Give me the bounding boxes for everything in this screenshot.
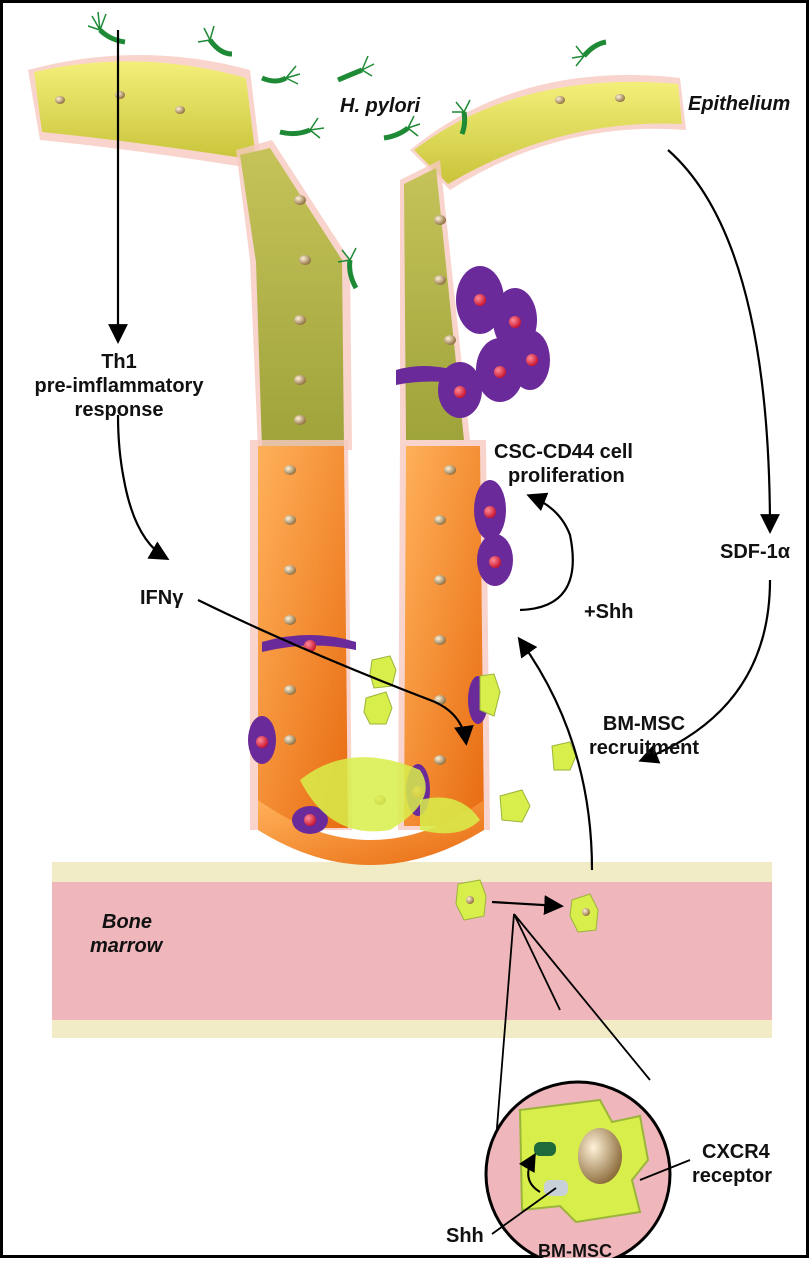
label-csc-cd44: CSC-CD44 cell proliferation	[494, 440, 633, 488]
bm-msc-line1: BM-MSC	[584, 712, 704, 736]
th1-line3: response	[24, 398, 214, 422]
bone-line2: marrow	[90, 934, 162, 958]
msc-cell-icon	[370, 656, 396, 688]
label-bone-marrow: Bone marrow	[90, 910, 162, 958]
label-sdf: SDF-1α	[720, 540, 790, 564]
label-shh-plus: +Shh	[584, 600, 633, 624]
arrow-epithelium-to-sdf	[668, 150, 770, 530]
cxcr4-line2: receptor	[692, 1164, 772, 1188]
label-th1: Th1 pre-imflammatory response	[24, 350, 214, 422]
bone-marrow-edge-bottom	[52, 1020, 772, 1038]
arrow-shh-feedback	[520, 496, 573, 610]
bone-line1: Bone	[90, 910, 162, 934]
bone-marrow-edge-top	[52, 862, 772, 882]
arrow-th1-to-ifn	[118, 415, 166, 558]
csc-line2: proliferation	[494, 464, 633, 488]
label-ifn: IFNγ	[140, 586, 183, 610]
label-shh: Shh	[446, 1224, 484, 1248]
label-epithelium: Epithelium	[688, 92, 790, 116]
label-bm-msc-bottom: BM-MSC	[538, 1242, 612, 1260]
h-pylori-bacterium-icon	[88, 12, 125, 42]
label-bm-msc-recruitment: BM-MSC recruitment	[584, 712, 704, 760]
th1-line2: pre-imflammatory	[24, 374, 214, 398]
label-cxcr4: CXCR4 receptor	[692, 1140, 772, 1188]
bm-msc-line2: recruitment	[584, 736, 704, 760]
receptor-dark	[534, 1142, 556, 1156]
label-h-pylori: H. pylori	[340, 94, 420, 118]
csc-line1: CSC-CD44 cell	[494, 440, 633, 464]
epithelium-surface	[28, 55, 686, 190]
th1-line1: Th1	[24, 350, 214, 374]
cxcr4-line1: CXCR4	[692, 1140, 772, 1164]
